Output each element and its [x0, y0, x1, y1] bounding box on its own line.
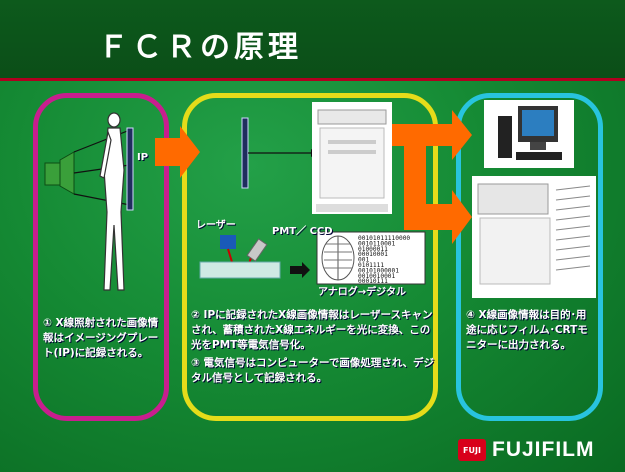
step2-caption: ② IPに記録されたX線画像情報はレーザースキャンされ、蓄積されたX線エネルギー…	[191, 309, 433, 351]
fujifilm-mark-icon: FUJI	[458, 439, 486, 461]
fujifilm-logo: FUJI FUJIFILM	[458, 438, 595, 462]
step1-caption: ① X線照射された画像情報はイメージングプレート(IP)に記録される。	[43, 317, 159, 359]
step4-caption: ④ X線画像情報は目的･用途に応じフィルム･CRTモニターに出力される。	[466, 309, 588, 351]
binary-line: 0010010001	[358, 273, 396, 280]
analog-digital-label: アナログ→デジタル	[318, 287, 406, 298]
page-title: ＦＣＲの原理	[98, 30, 302, 65]
step3-caption: ③ 電気信号はコンピューターで画像処理され、デジタル信号として記録される。	[191, 357, 435, 384]
conversion-arrow-icon	[290, 262, 310, 278]
crt-monitor-workstation-icon	[484, 100, 574, 168]
film-printer-icon	[472, 176, 596, 298]
panel-laser-scan	[182, 93, 438, 421]
title-bar	[0, 0, 625, 78]
arrow-step2-to-3-lower	[404, 146, 472, 244]
binary-line: 0010110001	[358, 240, 396, 247]
xray-source-icon	[44, 151, 75, 195]
binary-line: 0101111	[358, 262, 384, 269]
pmt-ccd-label: PMT／ CCD	[272, 226, 333, 237]
fcr-reader-machine-icon	[312, 102, 392, 214]
title-divider	[0, 78, 625, 81]
panel-xray-exposure	[33, 93, 169, 421]
scan-plate-icon	[199, 261, 281, 279]
arrow-step1-to-2	[155, 126, 200, 178]
person-silhouette-icon	[99, 112, 125, 291]
fujifilm-wordmark: FUJIFILM	[492, 438, 595, 461]
pmt-sensor-icon	[246, 238, 268, 262]
binary-line: 00101000001	[358, 267, 399, 274]
arrow-step2-to-3-upper	[392, 110, 472, 160]
imaging-plate-icon-2	[241, 117, 249, 189]
imaging-plate-icon	[126, 127, 134, 211]
ip-label: IP	[137, 152, 149, 163]
binary-line: 001	[358, 257, 369, 264]
panel-output	[456, 93, 603, 421]
binary-line: 01000011	[358, 246, 388, 253]
binary-data: 0010101111000000101100010100001100010001…	[358, 235, 410, 285]
binary-line: 00010111	[358, 278, 388, 285]
digital-image-icon: 0010101111000000101100010100001100010001…	[316, 231, 426, 285]
laser-label: レーザー	[196, 220, 236, 231]
laser-unit-icon	[220, 235, 236, 249]
binary-line: 00010001	[358, 251, 388, 258]
binary-line: 00101011110000	[358, 235, 410, 242]
